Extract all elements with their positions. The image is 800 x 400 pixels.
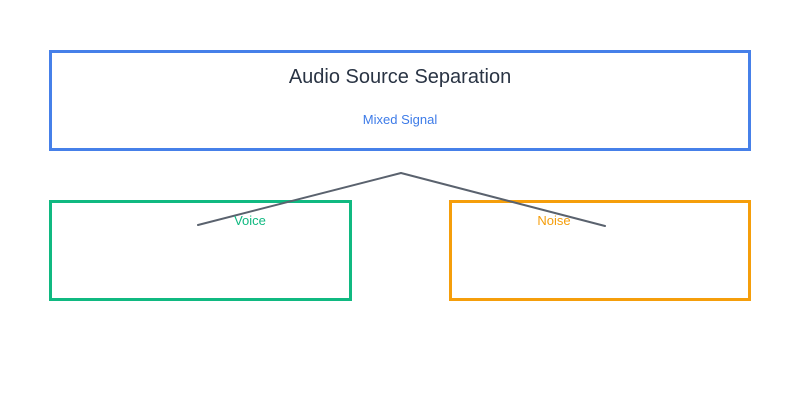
voice-box xyxy=(49,200,352,301)
mixed-signal-label: Mixed Signal xyxy=(362,112,438,127)
noise-box xyxy=(449,200,751,301)
mixed-signal-box xyxy=(49,50,751,151)
diagram-title: Audio Source Separation xyxy=(288,66,512,88)
noise-label: Noise xyxy=(537,213,571,228)
voice-label: Voice xyxy=(234,213,266,228)
